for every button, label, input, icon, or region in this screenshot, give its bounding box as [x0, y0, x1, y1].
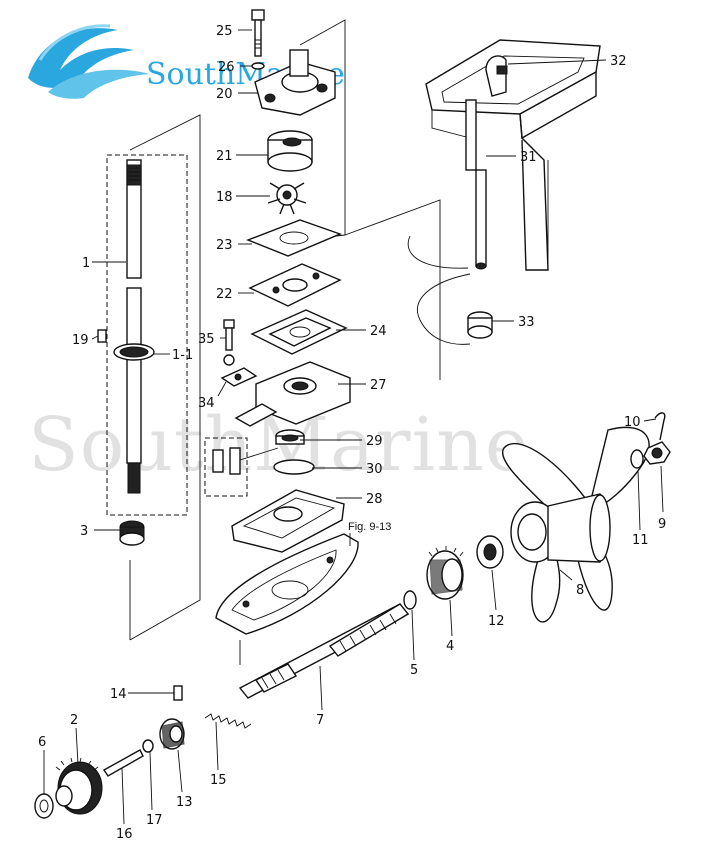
pump-insert-21 [267, 130, 313, 172]
plate-34 [220, 367, 258, 387]
callout-10: 10 [624, 415, 641, 430]
reverse-gear-2 [55, 757, 103, 815]
callout-13: 13 [176, 795, 193, 810]
callout-7: 7 [316, 713, 324, 728]
grommet-33 [467, 311, 493, 339]
callout-35: 35 [198, 332, 215, 347]
pump-case-27 [234, 361, 351, 427]
outer-plate-22 [248, 263, 342, 307]
callout-31: 31 [520, 150, 537, 165]
callout-20: 20 [216, 87, 233, 102]
callout-5: 5 [410, 663, 418, 678]
gasket-23 [246, 219, 342, 257]
pump-housing-20 [254, 49, 336, 116]
gasket-24 [250, 309, 348, 355]
callout-34: 34 [198, 396, 215, 411]
callout-labels: 25 26 20 21 18 23 22 35 24 34 27 29 30 2… [38, 24, 666, 842]
bolt-25 [251, 9, 265, 57]
bushing-17 [142, 739, 154, 753]
spacer-12 [476, 535, 504, 569]
callout-23: 23 [216, 238, 233, 253]
washer-26 [251, 62, 265, 70]
propeller-8 [501, 426, 650, 623]
callout-32: 32 [610, 54, 627, 69]
oil-seal-29 [275, 429, 305, 445]
drive-shaft-lower [126, 287, 142, 464]
exhaust-guide-assembly [407, 39, 601, 345]
callout-26: 26 [218, 60, 235, 75]
drive-shaft-upper [126, 159, 142, 279]
callout-22: 22 [216, 287, 233, 302]
water-tube-holder-32 [485, 55, 508, 97]
callout-1-1: 1-1 [172, 348, 193, 363]
figure-reference: Fig. 9-13 [348, 521, 391, 533]
propeller-shaft-7 [238, 603, 410, 699]
bolt-35 [223, 319, 235, 351]
pin-16 [102, 749, 144, 777]
wave-logo-icon [28, 24, 150, 99]
callout-14: 14 [110, 687, 127, 702]
callout-9: 9 [658, 517, 666, 532]
callout-24: 24 [370, 324, 387, 339]
callout-15: 15 [210, 773, 227, 788]
water-tube-upper [465, 99, 477, 171]
callout-21: 21 [216, 149, 233, 164]
callout-6: 6 [38, 735, 46, 750]
pin-14 [173, 685, 183, 701]
callout-8: 8 [576, 583, 584, 598]
callout-17: 17 [146, 813, 163, 828]
water-tube-31 [475, 169, 487, 267]
pin-19 [97, 329, 107, 343]
callout-12: 12 [488, 614, 505, 629]
callout-27: 27 [370, 378, 387, 393]
callout-11: 11 [632, 533, 649, 548]
washer-11 [630, 449, 644, 469]
shaft-dashed-box [106, 154, 188, 516]
impeller-18 [267, 182, 307, 215]
shaft-spline [127, 462, 141, 494]
spring-15 [204, 713, 252, 729]
lower-casing-plate [215, 533, 359, 635]
cotter-pin-10 [654, 412, 666, 441]
prop-nut-9 [643, 441, 671, 465]
callout-1: 1 [82, 256, 90, 271]
dowel-box [204, 437, 279, 497]
callout-30: 30 [366, 462, 383, 477]
callout-25: 25 [216, 24, 233, 39]
callout-33: 33 [518, 315, 535, 330]
callout-4: 4 [446, 639, 454, 654]
drive-shaft-assembly [97, 154, 188, 546]
callout-19: 19 [72, 333, 89, 348]
forward-gear-4 [426, 546, 464, 600]
washer-35 [223, 354, 235, 366]
callout-29: 29 [366, 434, 383, 449]
gasket-28 [231, 489, 345, 553]
pinion-gear-3 [119, 520, 145, 546]
leader-lines [43, 29, 664, 825]
callout-18: 18 [216, 190, 233, 205]
water-pump-stack [204, 9, 351, 553]
clutch-13 [159, 718, 185, 750]
callout-16: 16 [116, 827, 133, 842]
callout-28: 28 [366, 492, 383, 507]
callout-3: 3 [80, 524, 88, 539]
callout-2: 2 [70, 713, 78, 728]
